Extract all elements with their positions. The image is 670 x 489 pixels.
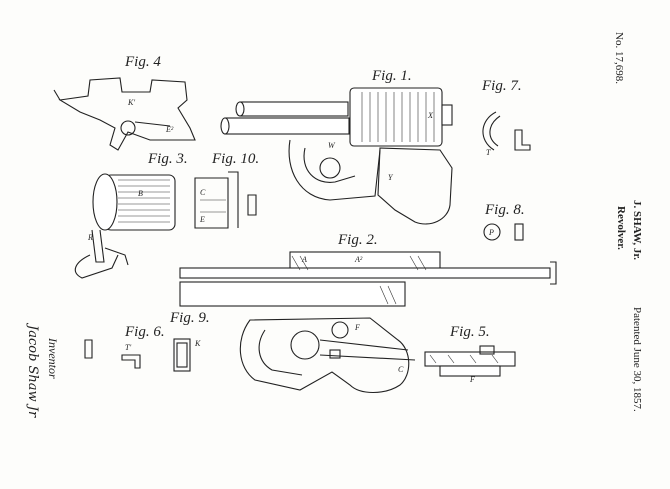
svg-text:T: T: [486, 148, 491, 157]
patent-date: Patented June 30, 1857.: [631, 307, 643, 412]
svg-text:T': T': [125, 343, 131, 352]
figure-5: Fig. 5. F: [424, 324, 516, 384]
figure-3: Fig. 3. B R: [74, 151, 188, 279]
figure-6: Fig. 6. T' K: [84, 324, 201, 372]
figure-9: Fig. 9. F C: [169, 310, 416, 394]
inventor-caption: Inventor: [46, 338, 60, 379]
fig4-label: Fig. 4: [124, 54, 161, 70]
svg-text:K': K': [127, 98, 135, 107]
svg-text:A: A: [301, 255, 307, 264]
figure-8: Fig. 8. P: [483, 202, 525, 241]
figure-1: Fig. 1. Y X W: [220, 68, 453, 225]
svg-text:X: X: [427, 111, 434, 120]
figure-2: Fig. 2. A A²: [179, 232, 557, 307]
inventor-name: J. SHAW, Jr.: [631, 200, 643, 261]
svg-text:E²: E²: [165, 125, 174, 134]
svg-text:F: F: [469, 375, 475, 384]
fig2-label: Fig. 2.: [337, 232, 378, 248]
fig5-label: Fig. 5.: [449, 324, 490, 340]
svg-text:B: B: [138, 189, 143, 198]
fig10-label: Fig. 10.: [211, 151, 259, 167]
figure-7: Fig. 7. T: [481, 78, 531, 157]
fig1-label: Fig. 1.: [371, 68, 412, 84]
svg-text:K: K: [194, 339, 201, 348]
inventor-signature: Jacob Shaw Jr: [25, 325, 40, 418]
figure-4: Fig. 4 K' E²: [53, 54, 196, 151]
invention-title: Revolver.: [615, 206, 627, 250]
svg-text:C: C: [398, 365, 404, 374]
patent-number: No. 17,698.: [613, 32, 625, 84]
svg-text:Y: Y: [388, 173, 394, 182]
fig8-label: Fig. 8.: [484, 202, 525, 218]
svg-text:W: W: [328, 141, 336, 150]
fig9-label: Fig. 9.: [169, 310, 210, 326]
svg-text:A²: A²: [354, 255, 363, 264]
fig6-label: Fig. 6.: [124, 324, 165, 340]
svg-text:P: P: [488, 228, 494, 237]
svg-text:E: E: [199, 215, 205, 224]
fig7-label: Fig. 7.: [481, 78, 522, 94]
svg-text:R: R: [87, 233, 93, 242]
figure-10: Fig. 10. C E: [194, 151, 259, 229]
svg-text:F: F: [354, 323, 360, 332]
fig3-label: Fig. 3.: [147, 151, 188, 167]
svg-text:C: C: [200, 188, 206, 197]
